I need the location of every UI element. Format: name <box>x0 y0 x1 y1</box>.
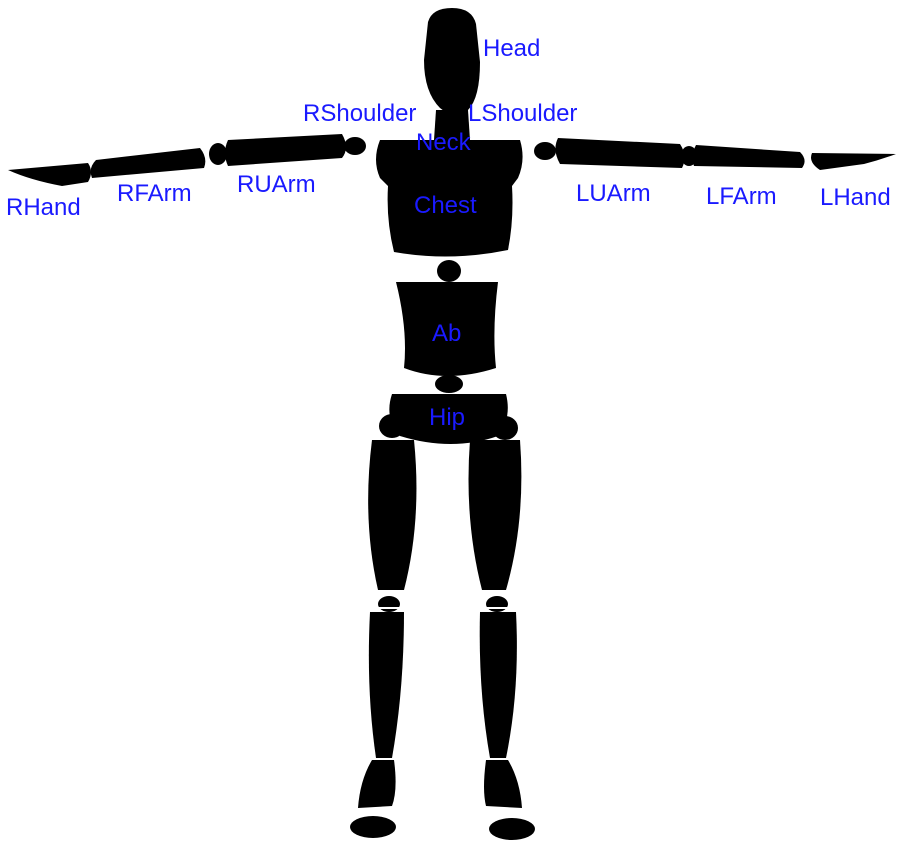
right-knee-joint <box>378 596 400 612</box>
left-knee-joint <box>486 596 508 612</box>
right-elbow-joint <box>209 143 227 165</box>
right-foot-segment <box>358 760 396 808</box>
left-forearm-segment <box>692 145 804 168</box>
left-foot-segment <box>484 760 522 808</box>
left-shoulder-joint <box>534 142 556 160</box>
left-toe-segment <box>489 818 535 840</box>
label-ruarm: RUArm <box>237 171 316 198</box>
right-shoulder-joint <box>344 137 366 155</box>
left-hand-segment <box>811 153 896 170</box>
label-lfarm: LFArm <box>706 183 777 210</box>
right-toe-segment <box>350 816 396 838</box>
label-luarm: LUArm <box>576 180 651 207</box>
right-shin-segment <box>369 612 404 758</box>
label-rshoulder: RShoulder <box>303 100 416 127</box>
right-thigh-segment <box>368 440 416 590</box>
left-upper-arm-segment <box>555 138 684 168</box>
label-neck: Neck <box>416 129 472 156</box>
label-ab: Ab <box>432 320 461 347</box>
right-hand-segment <box>8 163 91 186</box>
label-chest: Chest <box>414 192 477 219</box>
lower-waist-joint <box>435 375 463 393</box>
label-rfarm: RFArm <box>117 180 192 207</box>
label-lhand: LHand <box>820 184 891 211</box>
label-lshoulder: LShoulder <box>468 100 577 127</box>
head-segment <box>424 8 480 115</box>
left-hip-joint <box>492 416 518 440</box>
left-thigh-segment <box>469 440 522 590</box>
right-upper-arm-segment <box>225 134 346 166</box>
label-hip: Hip <box>429 404 465 431</box>
waist-joint <box>437 260 461 282</box>
right-hip-joint <box>379 414 405 438</box>
label-head: Head <box>483 35 540 62</box>
left-shin-segment <box>480 612 517 758</box>
right-forearm-segment <box>91 148 206 178</box>
label-rhand: RHand <box>6 194 81 221</box>
